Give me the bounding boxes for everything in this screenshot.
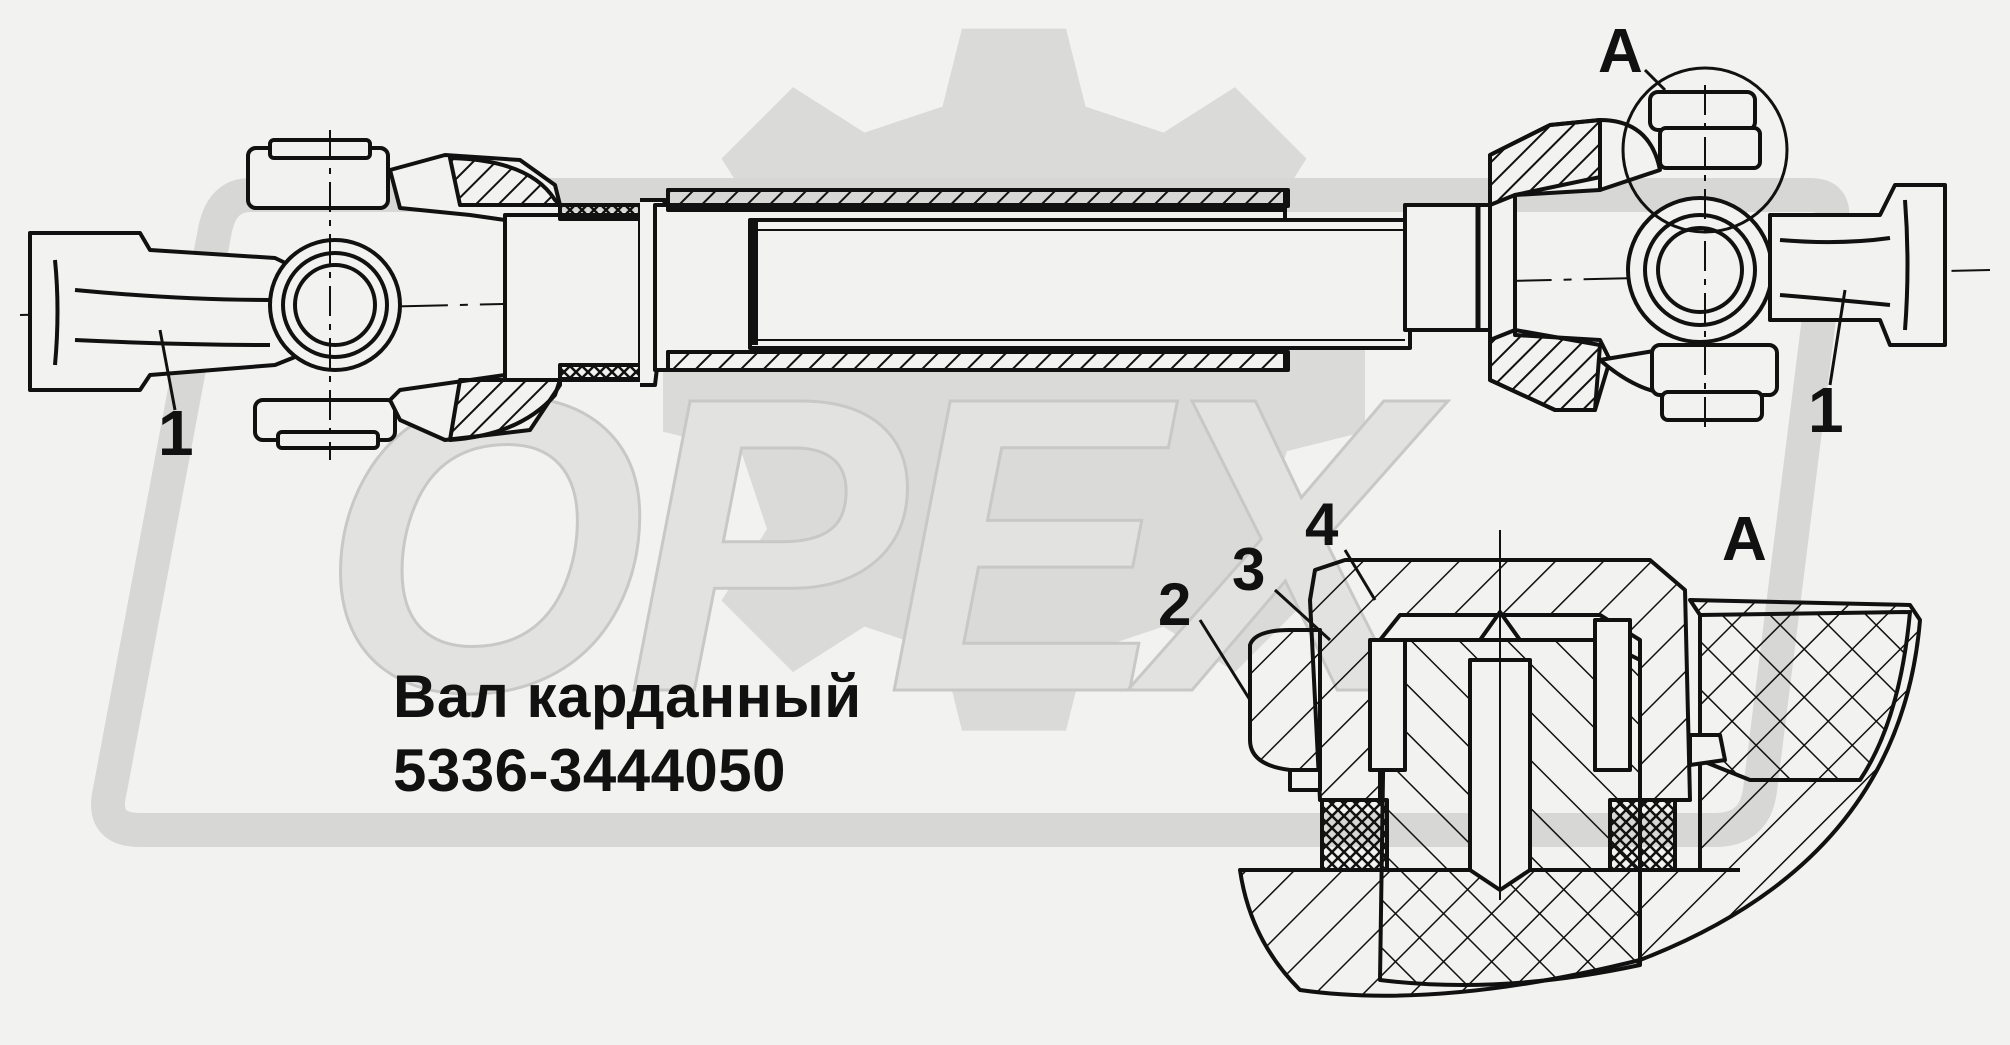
shaft-assembly: [19, 66, 1991, 460]
callout-view-a-top: A: [1598, 17, 1643, 86]
leader-4: [1343, 549, 1377, 601]
right-cross-cap-bottom: [1650, 343, 1779, 397]
detail-seal-right: [1608, 798, 1677, 872]
left-tube: [503, 213, 642, 382]
callout-left-1: 1: [158, 397, 194, 469]
leader-right-1: [1828, 289, 1847, 386]
view-a-circle: [1621, 66, 1789, 234]
detail-pin-right: [1593, 618, 1632, 772]
leader-3: [1273, 588, 1332, 642]
left-spider-bearing: [268, 238, 402, 372]
part-name: Вал карданный: [393, 663, 862, 730]
callout-right-1: 1: [1808, 374, 1844, 446]
leader-a-top: [1643, 68, 1667, 92]
right-cross-cap-top: [1648, 90, 1757, 132]
leader-left-1: [158, 329, 177, 411]
callout-item-2: 2: [1158, 571, 1191, 638]
detail-pin-left: [1368, 638, 1407, 772]
detail-section-a: [1198, 530, 1922, 998]
right-flange-yoke: [1768, 183, 1947, 347]
callout-view-a-detail: A: [1722, 505, 1767, 574]
detail-seal-left: [1320, 798, 1389, 872]
detail-flange: [1248, 628, 1322, 772]
left-flange-yoke: [28, 231, 302, 392]
spline-shaft: [748, 218, 1412, 350]
callout-item-3: 3: [1232, 536, 1265, 603]
caption-block: Вал карданный 5336-3444050: [393, 660, 862, 808]
part-number: 5336-3444050: [393, 737, 787, 804]
callout-item-4: 4: [1305, 491, 1339, 558]
leader-2: [1198, 619, 1252, 701]
